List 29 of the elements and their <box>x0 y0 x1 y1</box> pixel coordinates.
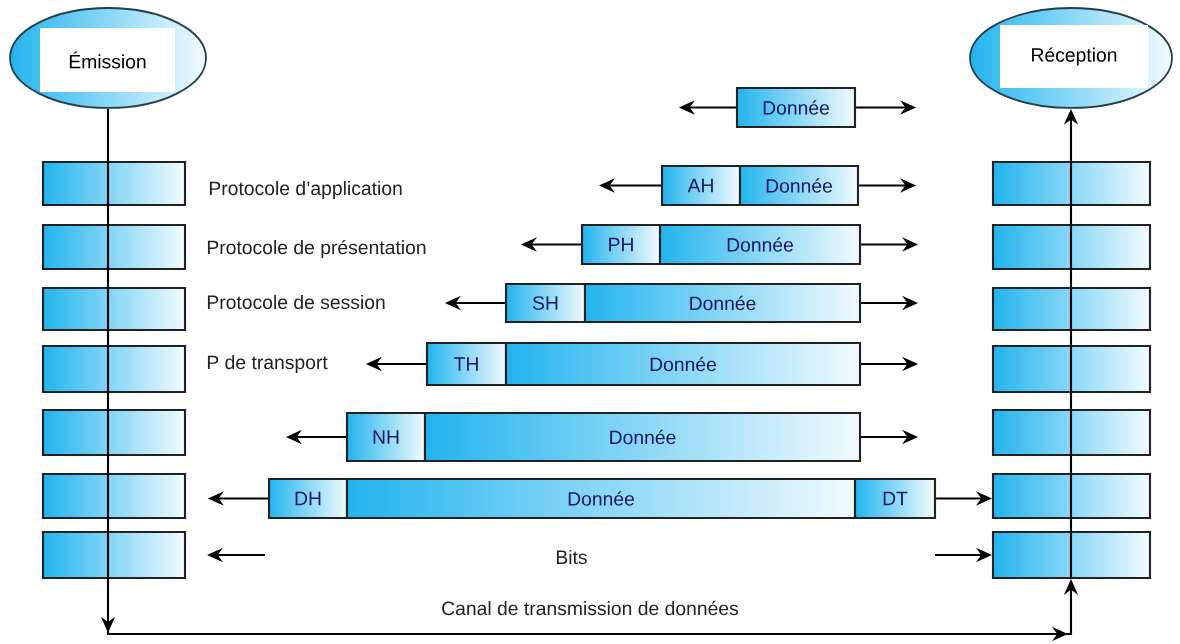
packet-cell: DT <box>853 477 937 520</box>
layer-box <box>991 223 1152 271</box>
layer-box <box>991 472 1152 520</box>
layer-label: Protocole de présentation <box>207 239 426 259</box>
packet-cell: Donnée <box>735 86 857 129</box>
layer-box <box>41 530 187 580</box>
layer-box <box>41 472 187 520</box>
layer-box <box>41 408 187 457</box>
packet-cell: SH <box>504 282 587 324</box>
layer-label: Protocole de session <box>207 294 385 310</box>
layer-label: Protocole d’application <box>209 181 402 199</box>
layer-box <box>991 408 1152 457</box>
packet-cell: DH <box>267 477 349 520</box>
layer-box <box>41 344 187 394</box>
packet-cell: PH <box>580 223 662 266</box>
packet-cell: Donnée <box>738 164 860 207</box>
layer-box <box>991 344 1152 394</box>
layer-box <box>41 223 187 271</box>
packet-cell: TH <box>425 341 508 387</box>
packet-cell: AH <box>660 164 742 207</box>
layer-box <box>41 286 187 332</box>
layer-label: Bits <box>556 549 587 565</box>
layer-box <box>991 530 1152 580</box>
layer-box <box>991 286 1152 332</box>
layer-box <box>41 160 187 207</box>
packet-cell: NH <box>345 411 427 463</box>
layer-label: P de transport <box>207 355 328 373</box>
edge-label: Canal de transmission de données <box>439 599 741 617</box>
layer-box <box>991 160 1152 207</box>
